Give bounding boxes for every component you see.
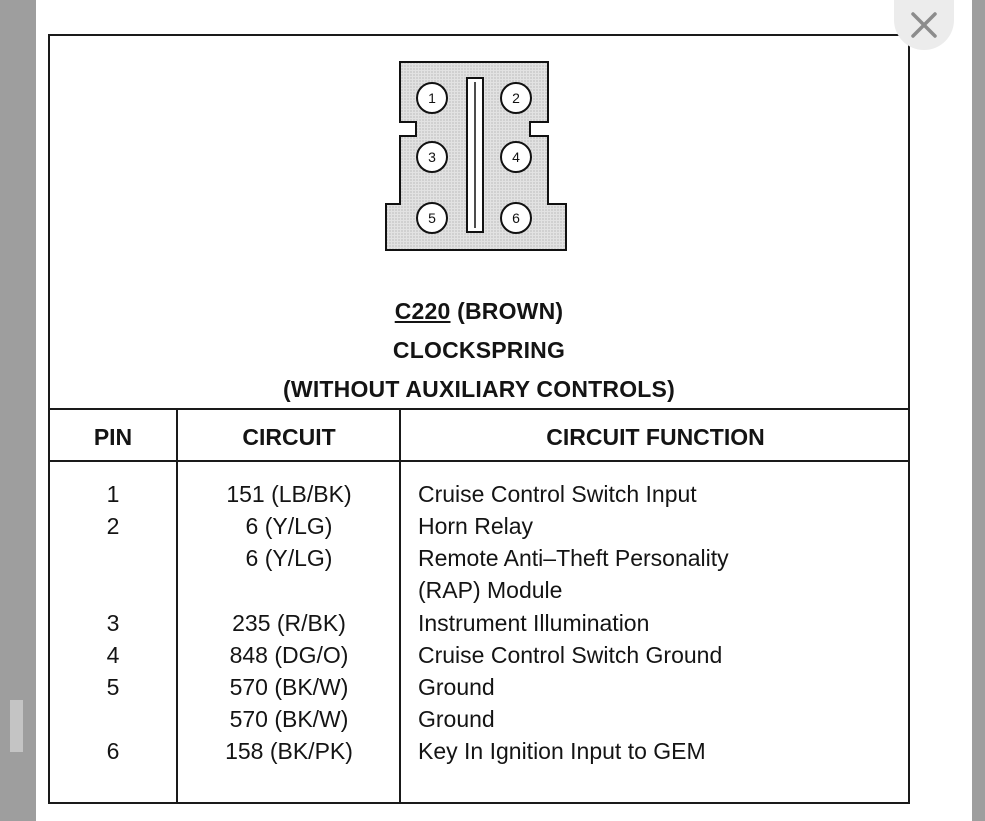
cell-pin: 3 — [106, 610, 120, 636]
cell-circuit: 235 (R/BK) — [232, 610, 346, 636]
pin-6: 6 — [500, 202, 532, 234]
cell-function: Cruise Control Switch Ground — [418, 642, 723, 668]
connector-title: C220 (BROWN) — [48, 298, 910, 325]
scrollbar-thumb[interactable] — [10, 700, 23, 752]
pin-label-6: 6 — [512, 210, 520, 226]
cell-pin: 4 — [106, 642, 120, 668]
table-header-rule — [48, 460, 910, 462]
cell-function: Key In Ignition Input to GEM — [418, 738, 706, 764]
pin-5: 5 — [416, 202, 448, 234]
cell-circuit: 6 (Y/LG) — [245, 545, 333, 571]
viewer-backdrop-left — [0, 0, 36, 821]
connector-color: (BROWN) — [457, 298, 564, 324]
pin-4: 4 — [500, 141, 532, 173]
cell-circuit: 151 (LB/BK) — [226, 481, 352, 507]
table-col-divider-2 — [399, 408, 401, 804]
header-function: CIRCUIT FUNCTION — [546, 424, 765, 450]
connector-id: C220 — [394, 298, 451, 324]
pin-3: 3 — [416, 141, 448, 173]
pin-label-3: 3 — [428, 149, 436, 165]
pin-label-1: 1 — [428, 90, 436, 106]
pin-2: 2 — [500, 82, 532, 114]
cell-circuit: 158 (BK/PK) — [225, 738, 353, 764]
pin-1: 1 — [416, 82, 448, 114]
cell-pin: 5 — [106, 674, 120, 700]
close-icon — [911, 12, 937, 38]
connector-variant: (WITHOUT AUXILIARY CONTROLS) — [283, 376, 675, 402]
cell-function: Ground — [418, 706, 495, 732]
header-circuit: CIRCUIT — [242, 424, 336, 450]
pin-label-5: 5 — [428, 210, 436, 226]
cell-function: Remote Anti–Theft Personality — [418, 545, 729, 571]
header-pin: PIN — [93, 424, 133, 450]
cell-circuit: 6 (Y/LG) — [245, 513, 333, 539]
document-frame — [48, 34, 910, 804]
connector-diagram: 1 2 3 4 5 6 — [385, 61, 567, 251]
close-button[interactable] — [894, 0, 954, 50]
cell-function: Instrument Illumination — [418, 610, 650, 636]
table-top-rule — [48, 408, 910, 410]
cell-pin: 2 — [106, 513, 120, 539]
cell-function: Horn Relay — [418, 513, 534, 539]
cell-circuit: 848 (DG/O) — [229, 642, 349, 668]
cell-function: (RAP) Module — [418, 577, 563, 603]
cell-function: Ground — [418, 674, 495, 700]
cell-circuit: 570 (BK/W) — [229, 706, 349, 732]
cell-pin: 1 — [106, 481, 120, 507]
cell-circuit: 570 (BK/W) — [229, 674, 349, 700]
table-col-divider-1 — [176, 408, 178, 804]
cell-function: Cruise Control Switch Input — [418, 481, 697, 507]
connector-name: CLOCKSPRING — [392, 337, 566, 363]
pin-label-2: 2 — [512, 90, 520, 106]
viewer-backdrop-right — [972, 0, 985, 821]
cell-pin: 6 — [106, 738, 120, 764]
pin-label-4: 4 — [512, 149, 520, 165]
